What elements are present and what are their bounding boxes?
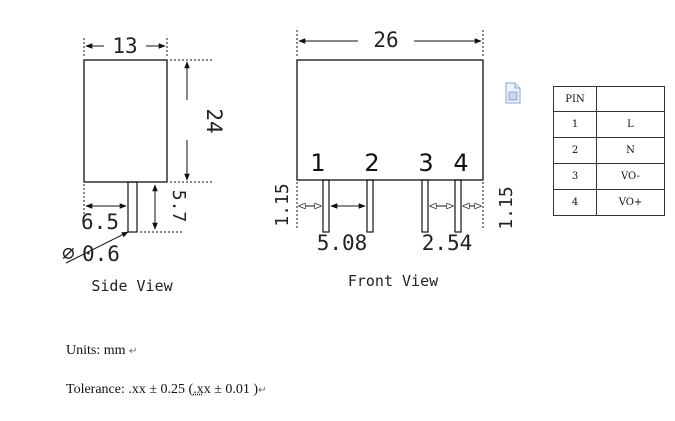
diameter-symbol: ⌀ xyxy=(62,241,75,265)
front-view-body xyxy=(296,59,484,181)
front-right-offset-label: 1.15 xyxy=(496,186,517,229)
front-view: 26 1 2 3 4 1.15 5.08 2.54 xyxy=(272,28,517,290)
table-row: 3 VO- xyxy=(553,163,665,190)
units-note: Units: mm ↵ xyxy=(66,343,137,359)
side-width-label: 13 xyxy=(112,34,137,58)
pin-number-1: 1 xyxy=(310,149,325,177)
front-pitch-major-dimension: 5.08 xyxy=(317,203,368,255)
pin-table: PIN 1 L 2 N 3 VO- 4 VO+ xyxy=(553,86,665,216)
pin-cell: 1 xyxy=(553,111,597,138)
front-pin-3 xyxy=(421,179,429,233)
side-pin-offset-dimension: 6.5 xyxy=(81,184,127,234)
front-pin-4 xyxy=(454,179,462,233)
table-row: 1 L xyxy=(553,111,665,138)
tolerance-suffix: x ± 0.01 ) xyxy=(203,382,259,397)
front-pitch-minor-label: 2.54 xyxy=(422,231,473,255)
side-pin-length-dimension: 5.7 xyxy=(140,184,189,233)
side-view-label: Side View xyxy=(91,277,173,295)
pin-number-4: 4 xyxy=(453,149,468,177)
front-pitch-major-label: 5.08 xyxy=(317,231,368,255)
front-left-offset-dimension: 1.15 xyxy=(272,182,321,230)
side-pin-diameter-dimension: ⌀ 0.6 xyxy=(62,231,129,266)
function-cell: N xyxy=(596,137,665,164)
tolerance-prefix: Tolerance: .xx ± 0.25 ( xyxy=(66,382,194,397)
side-view-pin xyxy=(127,181,138,233)
side-view-body xyxy=(83,59,168,183)
return-mark: ↵ xyxy=(129,346,138,357)
front-left-offset-label: 1.15 xyxy=(272,183,293,226)
front-pin-1 xyxy=(322,179,330,233)
function-cell: VO- xyxy=(596,163,665,190)
pin-cell: 3 xyxy=(553,163,597,190)
function-cell: L xyxy=(596,111,665,138)
pin-table-header: PIN xyxy=(553,86,665,112)
front-width-label: 26 xyxy=(373,28,398,52)
pin-table-header-pin: PIN xyxy=(553,86,597,112)
table-row: 4 VO+ xyxy=(553,189,665,216)
side-height-label: 24 xyxy=(202,108,226,133)
pin-cell: 4 xyxy=(553,189,597,216)
side-view: 13 24 5.7 6.5 ⌀ 0.6 Side View xyxy=(62,34,226,295)
side-pin-diameter-label: 0.6 xyxy=(82,242,120,266)
document-icon xyxy=(505,82,521,104)
front-pin-2 xyxy=(366,179,374,233)
pin-cell: 2 xyxy=(553,137,597,164)
return-mark: ↵ xyxy=(258,385,267,396)
side-pin-offset-label: 6.5 xyxy=(81,210,119,234)
table-row: 2 N xyxy=(553,137,665,164)
units-text: Units: mm xyxy=(66,343,126,358)
side-height-dimension: 24 xyxy=(170,59,226,183)
side-pin-length-label: 5.7 xyxy=(168,190,189,223)
front-right-offset-dimension: 1.15 xyxy=(463,182,517,230)
side-width-dimension: 13 xyxy=(83,34,168,58)
pin-number-2: 2 xyxy=(364,149,379,177)
pin-table-header-function xyxy=(596,86,665,112)
function-cell: VO+ xyxy=(596,189,665,216)
front-pitch-minor-dimension: 2.54 xyxy=(422,206,473,255)
tolerance-underlined: .x xyxy=(193,382,204,397)
front-view-label: Front View xyxy=(348,272,439,290)
front-width-dimension: 26 xyxy=(296,28,484,58)
pin-number-3: 3 xyxy=(418,149,433,177)
tolerance-note: Tolerance: .xx ± 0.25 (.xx ± 0.01 )↵ xyxy=(66,382,266,398)
